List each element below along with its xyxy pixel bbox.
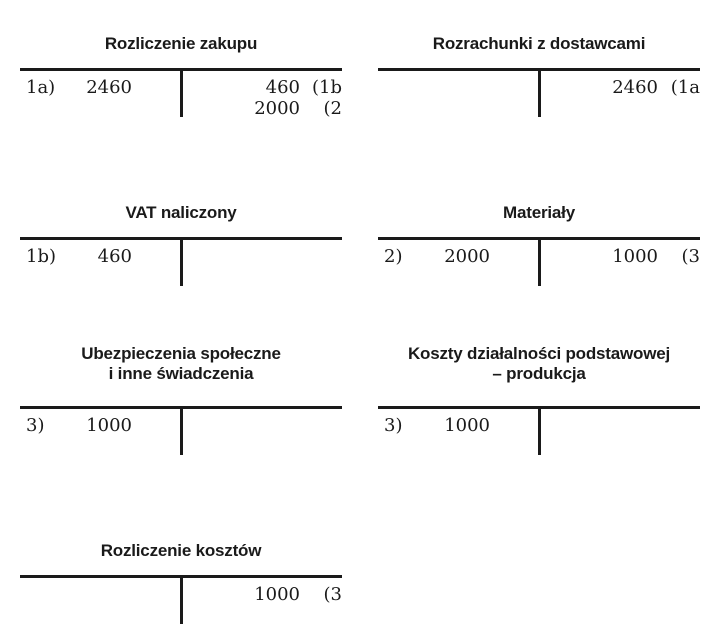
t-account-body: 1a) 2460 460 (1b 2000 (2 <box>20 68 342 123</box>
t-stem-line <box>537 240 541 286</box>
entry-amount: 460 <box>97 246 132 267</box>
account-title: Rozliczenie kosztów <box>20 541 342 575</box>
t-account-koszty-dzialalnosci-podstawowej: Koszty działalności podstawowej – produk… <box>378 344 700 461</box>
account-title: Materiały <box>378 203 700 237</box>
ledger-entry: 1a) 2460 <box>20 77 181 98</box>
entry-amount: 1000 <box>86 415 132 436</box>
t-stem-line <box>179 409 183 455</box>
debit-side <box>20 578 181 630</box>
account-title-line: i inne świadczenia <box>108 364 254 383</box>
t-account-body: 1b) 460 <box>20 237 342 292</box>
t-stem-line <box>537 71 541 117</box>
entry-amount: 2460 <box>86 77 132 98</box>
entry-amount: 1000 <box>444 415 490 436</box>
t-account-body: 2) 2000 1000 (3 <box>378 237 700 292</box>
t-account-rozrachunki-z-dostawcami: Rozrachunki z dostawcami 2460 (1a <box>378 34 700 123</box>
entry-ref: (2 <box>323 98 342 119</box>
entry-amount: 1000 <box>612 246 658 267</box>
t-stem-line <box>179 240 183 286</box>
ledger-entry: 460 (1b <box>181 77 342 98</box>
entry-ref: 1b) <box>26 246 56 267</box>
entry-amount: 2000 <box>444 246 490 267</box>
account-title: Rozliczenie zakupu <box>20 34 342 68</box>
credit-side: 2460 (1a <box>539 71 700 123</box>
account-title: VAT naliczony <box>20 203 342 237</box>
account-title: Koszty działalności podstawowej – produk… <box>378 344 700 406</box>
ledger-entry: 3) 1000 <box>20 415 181 436</box>
entry-ref: 1a) <box>26 77 56 98</box>
credit-side: 1000 (3 <box>181 578 342 630</box>
t-account-rozliczenie-zakupu: Rozliczenie zakupu 1a) 2460 460 (1b 2000… <box>20 34 342 123</box>
t-account-vat-naliczony: VAT naliczony 1b) 460 <box>20 203 342 292</box>
ledger-entry: 2000 (2 <box>181 98 342 119</box>
entry-ref: (1a <box>670 77 700 98</box>
account-title: Rozrachunki z dostawcami <box>378 34 700 68</box>
account-title-line: Rozrachunki z dostawcami <box>432 34 646 53</box>
t-stem-line <box>179 578 183 624</box>
t-account-body: 3) 1000 <box>20 406 342 461</box>
t-account-materialy: Materiały 2) 2000 1000 (3 <box>378 203 700 292</box>
t-stem-line <box>179 71 183 117</box>
account-title-line: Rozliczenie kosztów <box>100 541 262 560</box>
credit-side <box>181 409 342 461</box>
t-account-rozliczenie-kosztow: Rozliczenie kosztów 1000 (3 <box>20 541 342 630</box>
account-title-line: Rozliczenie zakupu <box>104 34 258 53</box>
entry-ref: (3 <box>323 584 342 605</box>
debit-side <box>378 71 539 123</box>
t-account-body: 1000 (3 <box>20 575 342 630</box>
ledger-entry: 1000 (3 <box>181 584 342 605</box>
t-account-ubezpieczenia-spoleczne: Ubezpieczenia społeczne i inne świadczen… <box>20 344 342 461</box>
entry-amount: 1000 <box>254 584 300 605</box>
debit-side: 3) 1000 <box>378 409 539 461</box>
ledger-entry: 2) 2000 <box>378 246 539 267</box>
t-stem-line <box>537 409 541 455</box>
debit-side: 1b) 460 <box>20 240 181 292</box>
account-title-line: Materiały <box>503 203 575 222</box>
account-title-line: VAT naliczony <box>125 203 237 222</box>
debit-side: 2) 2000 <box>378 240 539 292</box>
entry-amount: 2000 <box>254 98 300 119</box>
entry-amount: 2460 <box>612 77 658 98</box>
account-title-line: Ubezpieczenia społeczne <box>81 344 281 363</box>
credit-side: 460 (1b 2000 (2 <box>181 71 342 123</box>
account-title: Ubezpieczenia społeczne i inne świadczen… <box>20 344 342 406</box>
entry-ref: 3) <box>26 415 45 436</box>
entry-ref: (3 <box>681 246 700 267</box>
account-title-line: – produkcja <box>492 364 586 383</box>
entry-amount: 460 <box>265 77 300 98</box>
ledger-entry: 1000 (3 <box>539 246 700 267</box>
t-account-body: 2460 (1a <box>378 68 700 123</box>
credit-side: 1000 (3 <box>539 240 700 292</box>
credit-side <box>539 409 700 461</box>
credit-side <box>181 240 342 292</box>
entry-ref: (1b <box>312 77 342 98</box>
entry-ref: 2) <box>384 246 403 267</box>
ledger-entry: 1b) 460 <box>20 246 181 267</box>
entry-ref: 3) <box>384 415 403 436</box>
t-account-body: 3) 1000 <box>378 406 700 461</box>
ledger-entry: 3) 1000 <box>378 415 539 436</box>
ledger-entry: 2460 (1a <box>539 77 700 98</box>
debit-side: 3) 1000 <box>20 409 181 461</box>
debit-side: 1a) 2460 <box>20 71 181 123</box>
account-title-line: Koszty działalności podstawowej <box>407 344 671 363</box>
